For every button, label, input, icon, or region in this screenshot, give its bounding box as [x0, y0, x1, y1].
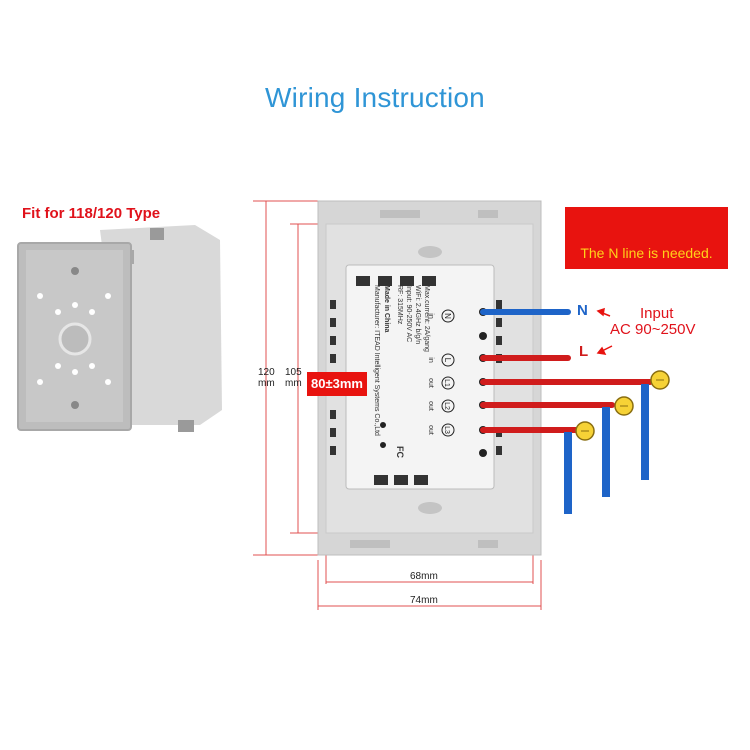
bulb-icon — [614, 396, 634, 416]
warning-text: The N line is needed. — [580, 245, 713, 261]
terminal-l: L — [443, 358, 452, 363]
wires — [480, 309, 653, 514]
junction-box-illustration — [17, 225, 222, 432]
rf-text: RF: 315MHz — [396, 285, 403, 325]
bulb-icon — [650, 370, 670, 390]
arrow-icon — [596, 307, 611, 317]
input-spec-text: Input: 90-250V AC — [405, 285, 412, 342]
manufacturer-text: Manufacturer: ITEAD Intelligent Systems … — [373, 285, 380, 436]
neutral-label: N — [577, 302, 588, 319]
terminal-label: out — [427, 425, 434, 435]
terminal-label: out — [427, 401, 434, 411]
bulb-icon — [575, 421, 595, 441]
fcc-mark: FC — [395, 446, 405, 458]
terminal-label: in — [427, 313, 434, 319]
wifi-text: WiFi: 2.4GHz b/g/n — [414, 285, 421, 344]
warning-box: The N line is needed. — [565, 207, 728, 269]
input-voltage: AC 90~250V — [610, 321, 696, 338]
terminal-label: out — [427, 378, 434, 388]
made-in-text: Made in China — [383, 285, 390, 333]
input-label: Input — [640, 305, 674, 322]
module-label-text: Made in China Manufacturer: ITEAD Intell… — [373, 285, 430, 436]
terminal-markers: N L L1 L2 L3 in in out out out FC — [395, 309, 455, 458]
terminal-l2: L2 — [443, 402, 450, 410]
terminal-n: N — [443, 313, 452, 319]
spacing-badge: 80±3mm — [307, 372, 367, 396]
height-outer-unit: mm — [258, 378, 275, 389]
fit-type-label: Fit for 118/120 Type — [22, 205, 161, 222]
height-outer-value: 120 — [258, 367, 275, 378]
terminal-l3: L3 — [443, 426, 450, 434]
height-inner-unit: mm — [285, 378, 302, 389]
max-current-text: Max.current: 2A/gang — [423, 285, 430, 352]
width-inner-label: 68mm — [410, 571, 438, 582]
arrow-icon — [596, 345, 613, 355]
height-inner-value: 105 — [285, 367, 302, 378]
live-label: L — [579, 343, 589, 360]
diagram-title: Wiring Instruction — [265, 82, 485, 113]
terminal-label: in — [427, 357, 434, 363]
width-outer-label: 74mm — [410, 595, 438, 606]
terminal-l1: L1 — [443, 379, 450, 387]
